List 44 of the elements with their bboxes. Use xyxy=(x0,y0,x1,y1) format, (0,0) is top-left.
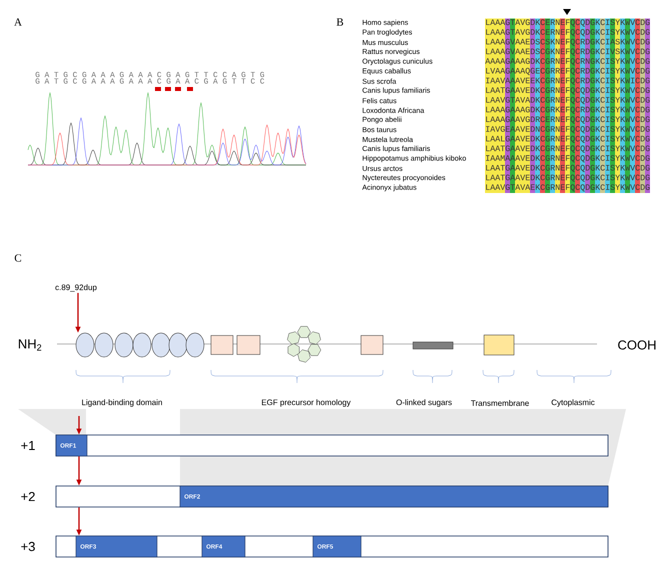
sequence-row: LAAAGTAVGDKCERNEFQCQDGKCISYKWVCDG xyxy=(486,29,650,36)
sequence-row: LAAAGAAVGDRCERNEFQCQDGKCISYKWVCDG xyxy=(486,116,650,124)
domain-ellipse xyxy=(76,332,94,358)
sequence-row: LAAAGTAVGDKCERNEFQCQDGKCISYKWVCDG xyxy=(486,19,650,27)
domain-ellipse xyxy=(132,332,152,358)
domain-label: O-linked sugars xyxy=(396,399,452,407)
domain-box xyxy=(210,335,234,355)
domain-label: Cytoplasmic xyxy=(552,399,595,407)
sequence-row: AAAAGAAAGDKCGRNEFQCRNGKCISYKWVCDG xyxy=(485,58,650,66)
sequence-row: LAATGAAVEDKCGRNEFQCQDGKCISYKWVCDG xyxy=(486,146,650,153)
domain-box xyxy=(236,335,260,355)
sequence-row: LAALGAAVEDKCGRNEFQCQDGKCISYKWVCDG xyxy=(486,136,650,143)
sequence-row: IAVGEAAVEDNCGRNEFQCQDGKCISYKWVCDG xyxy=(486,126,650,134)
sequence-row: LAAVGTAVAEKCGRNEFQCQDGKCISYKWVCDG xyxy=(486,184,650,192)
node-label: +2 xyxy=(21,492,35,502)
domain-box xyxy=(360,335,384,355)
sequence-row: LAAAGVAAEDSCSKNEFQCRDGKCIASKWVCDG xyxy=(486,38,650,46)
sequence-row: IAAMAAAVEDKCGRNEFQCQDGKCISYKWVCDG xyxy=(486,155,650,162)
sequence-row: IAAVAAAVEEKCGRNEFQCRDGKCISYKWICDG xyxy=(486,78,650,85)
panel-letter: C xyxy=(14,254,22,262)
terminus-label: COOH xyxy=(618,340,656,350)
sequence-row: LVAAGAAAQGECGRREFQCRDGKCISYKWVCDG xyxy=(486,68,650,76)
terminus-label: NH$_{2}$ xyxy=(18,339,42,351)
domain-ellipse xyxy=(114,332,134,358)
sequence-row: LAATGAAVEDKCGRNEFQCQDGKCISYKWVCDG xyxy=(486,174,650,182)
sequence-row: LAATGAAVEDKCGRNEFQCQDGKCISYKWVCDG xyxy=(486,87,650,94)
sequence-row: LAAAGAAAGDKCGRKEFQCRDGKCISYKWVCDG xyxy=(486,106,650,114)
domain-box xyxy=(484,334,514,356)
domain-ellipse xyxy=(168,332,188,358)
domain-label: Transmembrane xyxy=(470,400,529,406)
domain-bar xyxy=(412,342,454,350)
mutation-label: c.89_92dup xyxy=(55,284,97,292)
node-label: +3 xyxy=(21,542,35,552)
domain-ellipse xyxy=(94,332,114,358)
sequence-row: LAATGAAVEDKCGRNEFQCQDGKCISYKWVCDG xyxy=(486,164,650,172)
sequence-row: LAAVGTAVADKCGRNEFQCQDGKCISYKWVCDG xyxy=(486,97,650,104)
node-label: +1 xyxy=(21,441,35,450)
sequence-row: LAAAGVAAEDSCGKNEFQCRDGKCIVSKWVCDG xyxy=(486,48,650,56)
panel-letter: B xyxy=(336,18,344,26)
domain-ellipse xyxy=(152,332,170,358)
domain-label: EGF precursor homology xyxy=(262,399,351,407)
domain-ellipse xyxy=(186,332,204,358)
domain-label: Ligand-binding domain xyxy=(82,399,162,407)
panel-letter: A xyxy=(14,18,22,26)
